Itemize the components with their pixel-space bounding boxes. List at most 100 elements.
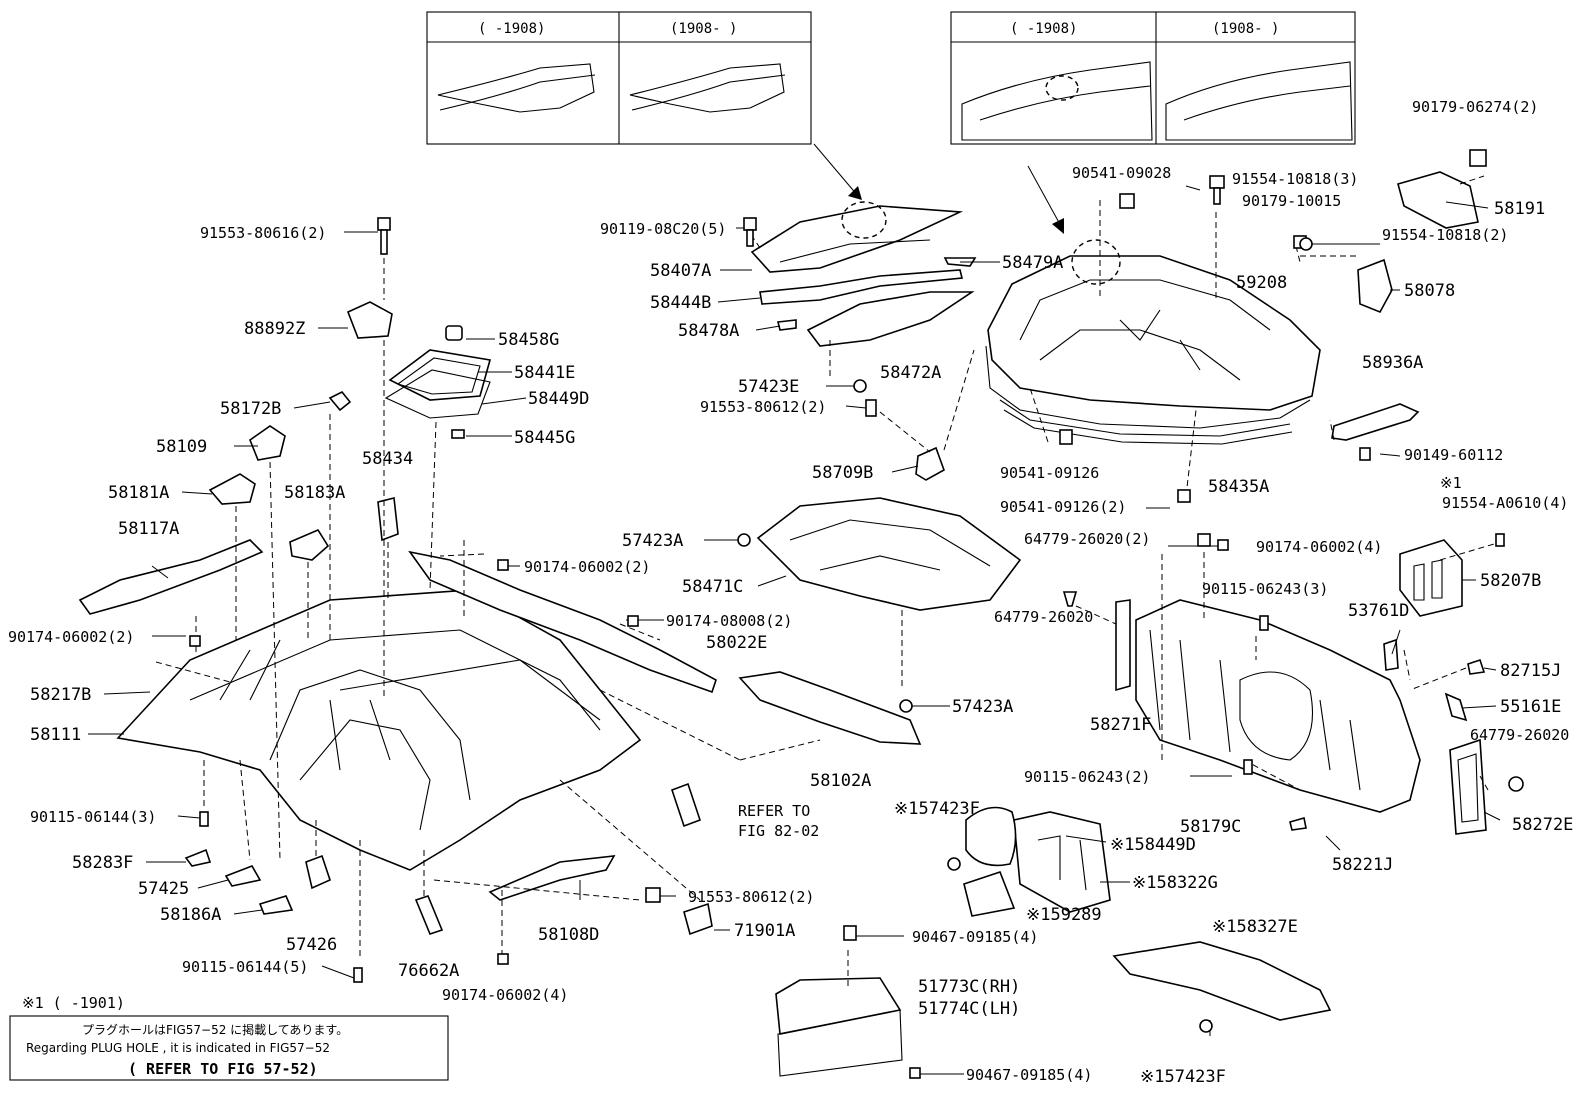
- label-58445g: 58445G: [514, 428, 575, 448]
- part-88892z: [346, 301, 393, 339]
- part-58272e: [1449, 738, 1487, 835]
- label-57423f: ※157423F: [894, 799, 980, 819]
- part-58183a: [289, 528, 330, 561]
- label-58441e: 58441E: [514, 363, 575, 383]
- inset-right-after-label: (1908- ): [1212, 21, 1279, 37]
- label-90115-06144-3: 90115-06144(3): [30, 808, 156, 826]
- label-59289: ※159289: [1026, 905, 1102, 925]
- label-71901a: 71901A: [734, 921, 795, 941]
- label-53761d: 53761D: [1348, 601, 1409, 621]
- label-58327e: ※158327E: [1212, 917, 1298, 937]
- part-57425: [224, 865, 262, 887]
- label-90467-09185-a: 90467-09185(4): [912, 928, 1038, 946]
- label-76662a: 76662A: [398, 961, 459, 981]
- part-58435a: [999, 399, 1293, 445]
- label-58191: 58191: [1494, 199, 1545, 219]
- label-57425: 57425: [138, 879, 189, 899]
- footnote-en: Regarding PLUG HOLE , it is indicated in…: [26, 1041, 330, 1055]
- label-58217b: 58217B: [30, 685, 91, 705]
- part-71901a: [683, 902, 713, 936]
- label-64779-26020-2: 64779-26020(2): [1024, 530, 1150, 548]
- label-58471c: 58471C: [682, 577, 743, 597]
- label-64779-26020-b: 64779-26020: [1470, 726, 1569, 744]
- label-58117a: 58117A: [118, 519, 179, 539]
- part-58117a: [78, 539, 264, 615]
- label-58444b: 58444B: [650, 293, 711, 313]
- label-90541-09028: 90541-09028: [1072, 164, 1171, 182]
- label-55161e: 55161E: [1500, 697, 1561, 717]
- label-58181a: 58181A: [108, 483, 169, 503]
- part-58441e: [388, 349, 492, 401]
- part-58271f: [1115, 599, 1131, 692]
- label-58179c: 58179C: [1180, 817, 1241, 837]
- dashed-assembly-lines: [155, 175, 1495, 1040]
- label-91554-10818-2: 91554-10818(2): [1382, 226, 1508, 244]
- label-58322g: ※158322G: [1132, 873, 1218, 893]
- inset-left-before-label: ( -1908): [478, 21, 545, 37]
- part-59289-plate: [1013, 811, 1111, 913]
- part-58108d: [488, 855, 616, 901]
- label-90541-09126-a: 90541-09126: [1000, 464, 1099, 482]
- label-58458g: 58458G: [498, 330, 559, 350]
- label-58479a: 58479A: [1002, 253, 1063, 273]
- label-58434: 58434: [362, 449, 413, 469]
- label-58221j: 58221J: [1332, 855, 1393, 875]
- label-58936a: 58936A: [1362, 353, 1423, 373]
- part-57426: [305, 854, 331, 890]
- label-58022e: 58022E: [706, 633, 767, 653]
- label-90179-06274: 90179-06274(2): [1412, 98, 1538, 116]
- part-58471c: [756, 497, 1022, 611]
- footnote-mark: ※1 ( -1901): [22, 994, 125, 1012]
- label-64779-26020-a: 64779-26020: [994, 608, 1093, 626]
- label-58435a: 58435A: [1208, 477, 1269, 497]
- inset-right-before-label: ( -1908): [1010, 21, 1077, 37]
- part-58472a: [806, 291, 975, 347]
- leader-lines: [88, 185, 1501, 1075]
- label-90115-06243-2: 90115-06243(2): [1024, 768, 1150, 786]
- part-labels: 91553-80616(2) 88892Z 58458G 58441E 5844…: [8, 98, 1573, 1087]
- part-82715j: [1467, 658, 1486, 675]
- part-58181a: [208, 473, 256, 505]
- label-58172b: 58172B: [220, 399, 281, 419]
- label-58283f: 58283F: [72, 853, 133, 873]
- label-91554-10818-3: 91554-10818(3): [1232, 170, 1358, 188]
- label-58271f: 58271F: [1090, 715, 1151, 735]
- part-58191: [1397, 171, 1479, 229]
- label-58478a: 58478A: [678, 321, 739, 341]
- floor-pan-58111: [116, 589, 642, 871]
- part-51773c: [775, 977, 902, 1035]
- label-91554-a0610-mark: ※1: [1440, 474, 1462, 492]
- label-58449d-b: ※158449D: [1110, 835, 1196, 855]
- label-57423e: 57423E: [738, 377, 799, 397]
- part-refer-82-02: [670, 782, 702, 828]
- label-58078: 58078: [1404, 281, 1455, 301]
- label-90174-06002-b: 90174-06002(2): [524, 558, 650, 576]
- label-91553-80616: 91553-80616(2): [200, 224, 326, 242]
- inset-right: ( -1908) (1908- ): [950, 11, 1356, 145]
- fasteners: [189, 149, 1524, 1079]
- part-58172b: [328, 390, 352, 412]
- label-90541-09126-b: 90541-09126(2): [1000, 498, 1126, 516]
- footnote-ref: ( REFER TO FIG 57-52): [128, 1060, 318, 1078]
- label-58207b: 58207B: [1480, 571, 1541, 591]
- label-91554-a0610: 91554-A0610(4): [1442, 494, 1568, 512]
- label-90174-06002-4b: 90174-06002(4): [1256, 538, 1382, 556]
- part-58179c: [1289, 816, 1307, 831]
- label-90149-60112: 90149-60112: [1404, 446, 1503, 464]
- part-58078: [1357, 258, 1393, 314]
- label-58183a: 58183A: [284, 483, 345, 503]
- label-88892z: 88892Z: [244, 319, 305, 339]
- part-58407a: [750, 205, 964, 273]
- label-58111: 58111: [30, 725, 81, 745]
- part-58444b: [759, 269, 964, 305]
- label-57426: 57426: [286, 935, 337, 955]
- label-58407a: 58407A: [650, 261, 711, 281]
- label-58709b: 58709B: [812, 463, 873, 483]
- part-58445g: [451, 429, 465, 439]
- label-90174-06002-a: 90174-06002(2): [8, 628, 134, 646]
- label-57423a-1: 57423A: [622, 531, 683, 551]
- part-58109: [249, 425, 286, 461]
- label-refer-fig: FIG 82-02: [738, 822, 819, 840]
- part-58221j: [1135, 599, 1421, 813]
- part-58022e: [408, 550, 717, 694]
